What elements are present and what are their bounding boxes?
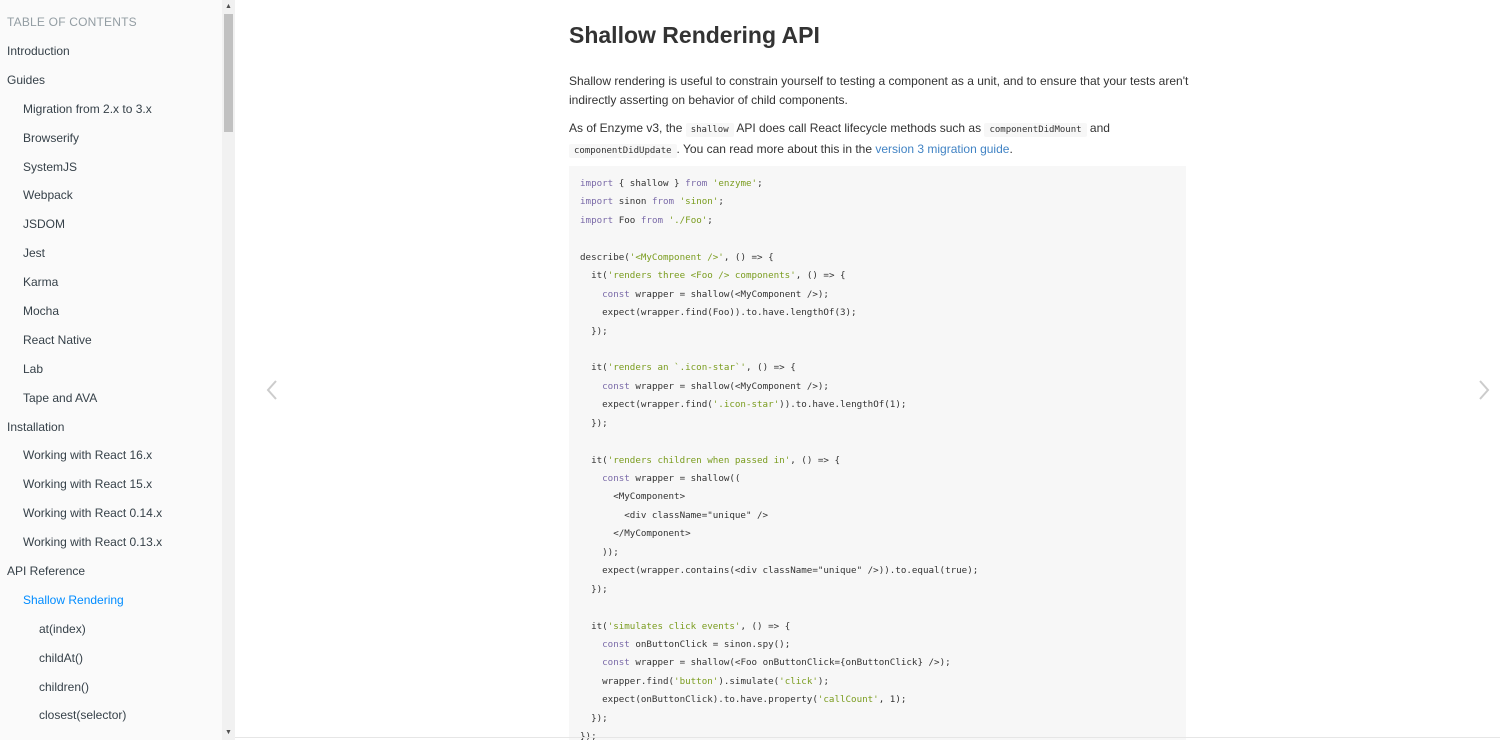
- code-line: <MyComponent>: [580, 491, 686, 503]
- code-line: expect(wrapper.contains(<div className="…: [580, 565, 979, 577]
- code-line: [580, 230, 978, 248]
- code-line: });: [580, 583, 608, 595]
- scroll-down-icon[interactable]: ▼: [225, 729, 232, 736]
- sidebar-item-api-reference[interactable]: API Reference: [7, 564, 86, 579]
- scroll-up-icon[interactable]: ▲: [225, 3, 232, 10]
- code-line: [580, 341, 978, 359]
- sidebar-item-systemjs[interactable]: SystemJS: [23, 159, 78, 174]
- sidebar-scrollbar[interactable]: ▲ ▼: [222, 0, 235, 740]
- next-page-button[interactable]: [1472, 372, 1496, 408]
- code-line: const onButtonClick = sinon.spy();: [602, 638, 791, 650]
- page-title: Shallow Rendering API: [569, 22, 820, 48]
- code-line: it('renders three <Foo /> components', (…: [580, 270, 846, 282]
- sidebar-item-webpack[interactable]: Webpack: [23, 188, 73, 203]
- sidebar-item-working-with-react-15-x[interactable]: Working with React 15.x: [23, 477, 153, 492]
- sidebar-item-lab[interactable]: Lab: [23, 361, 44, 376]
- code-line: expect(wrapper.find('.icon-star')).to.ha…: [580, 399, 907, 411]
- sidebar-item-browserify[interactable]: Browserify: [23, 130, 80, 145]
- code-line: });: [580, 731, 597, 740]
- main-content: Shallow Rendering API Shallow rendering …: [569, 18, 1189, 158]
- sidebar-item-closest-selector[interactable]: closest(selector): [39, 708, 127, 723]
- sidebar-item-children[interactable]: children(): [39, 679, 90, 694]
- code-line: import Foo from './Foo';: [580, 214, 713, 226]
- code-line: <div className="unique" />: [580, 509, 769, 521]
- para-text: API does call React lifecycle methods su…: [733, 121, 985, 135]
- scrollbar-thumb[interactable]: [224, 14, 233, 132]
- inline-code-shallow: shallow: [685, 123, 734, 137]
- enzyme-v3-paragraph: As of Enzyme v3, the shallow API does ca…: [569, 119, 1189, 161]
- sidebar-item-tape-and-ava[interactable]: Tape and AVA: [23, 390, 98, 405]
- code-line: import sinon from 'sinon';: [580, 196, 724, 208]
- sidebar-item-working-with-react-16-x[interactable]: Working with React 16.x: [23, 448, 153, 463]
- code-line: import { shallow } from 'enzyme';: [580, 178, 763, 189]
- code-lines: import { shallow } from 'enzyme'; import …: [580, 175, 978, 740]
- toc-header: TABLE OF CONTENTS: [7, 15, 137, 29]
- code-line: });: [580, 712, 608, 724]
- code-line: wrapper.find('button').simulate('click')…: [580, 675, 829, 687]
- para-text: and: [1086, 121, 1110, 135]
- sidebar-item-childat[interactable]: childAt(): [39, 650, 84, 665]
- chevron-right-icon: [1479, 380, 1490, 400]
- code-line: describe('<MyComponent />', () => {: [580, 251, 774, 263]
- code-line: it('renders an `.icon-star`', () => {: [580, 362, 796, 374]
- code-line: });: [580, 417, 608, 429]
- sidebar-item-at-index[interactable]: at(index): [39, 621, 86, 636]
- sidebar-item-jest[interactable]: Jest: [23, 246, 46, 261]
- sidebar-item-shallow-rendering[interactable]: Shallow Rendering: [23, 592, 124, 607]
- previous-page-button[interactable]: [260, 372, 284, 408]
- para-text: .: [1009, 142, 1013, 156]
- sidebar-item-guides[interactable]: Guides: [7, 72, 46, 87]
- code-line: const wrapper = shallow(<MyComponent />)…: [602, 380, 829, 392]
- code-line: expect(onButtonClick).to.have.property('…: [580, 694, 907, 706]
- para-text: As of Enzyme v3, the: [569, 121, 686, 135]
- para-text: . You can read more about this in the: [676, 142, 876, 156]
- code-line: it('simulates click events', () => {: [580, 620, 791, 632]
- chevron-left-icon: [266, 380, 277, 400]
- sidebar-item-migration-from-2-x-to-3-x[interactable]: Migration from 2.x to 3.x: [23, 101, 152, 116]
- sidebar-item-jsdom[interactable]: JSDOM: [23, 217, 65, 232]
- inline-code-componentdidupdate: componentDidUpdate: [569, 144, 677, 158]
- sidebar-item-karma[interactable]: Karma: [23, 275, 59, 290]
- code-line: expect(wrapper.find(Foo)).to.have.length…: [580, 307, 857, 319]
- code-line: const wrapper = shallow((: [602, 473, 741, 484]
- inline-code-componentdidmount: componentDidMount: [984, 123, 1087, 137]
- sidebar-item-mocha[interactable]: Mocha: [23, 304, 60, 319]
- sidebar-item-working-with-react-0-13-x[interactable]: Working with React 0.13.x: [23, 535, 163, 550]
- code-line: ));: [580, 546, 619, 558]
- sidebar-item-working-with-react-0-14-x[interactable]: Working with React 0.14.x: [23, 506, 163, 521]
- code-line: it('renders children when passed in', ()…: [580, 454, 841, 466]
- code-line: });: [580, 325, 608, 337]
- code-block: import { shallow } from 'enzyme'; import …: [569, 166, 1186, 740]
- sidebar-item-introduction[interactable]: Introduction: [7, 44, 70, 58]
- code-line: const wrapper = shallow(<Foo onButtonCli…: [602, 657, 951, 669]
- code-line: </MyComponent>: [580, 528, 691, 540]
- sidebar-item-react-native[interactable]: React Native: [23, 332, 92, 347]
- code-line: [580, 433, 978, 451]
- code-line: const wrapper = shallow(<MyComponent />)…: [602, 288, 829, 300]
- sidebar-item-installation[interactable]: Installation: [7, 419, 65, 434]
- intro-paragraph: Shallow rendering is useful to constrain…: [569, 74, 1189, 107]
- divider: [235, 737, 1500, 738]
- code-line: [580, 599, 978, 617]
- migration-guide-link[interactable]: version 3 migration guide: [875, 142, 1010, 156]
